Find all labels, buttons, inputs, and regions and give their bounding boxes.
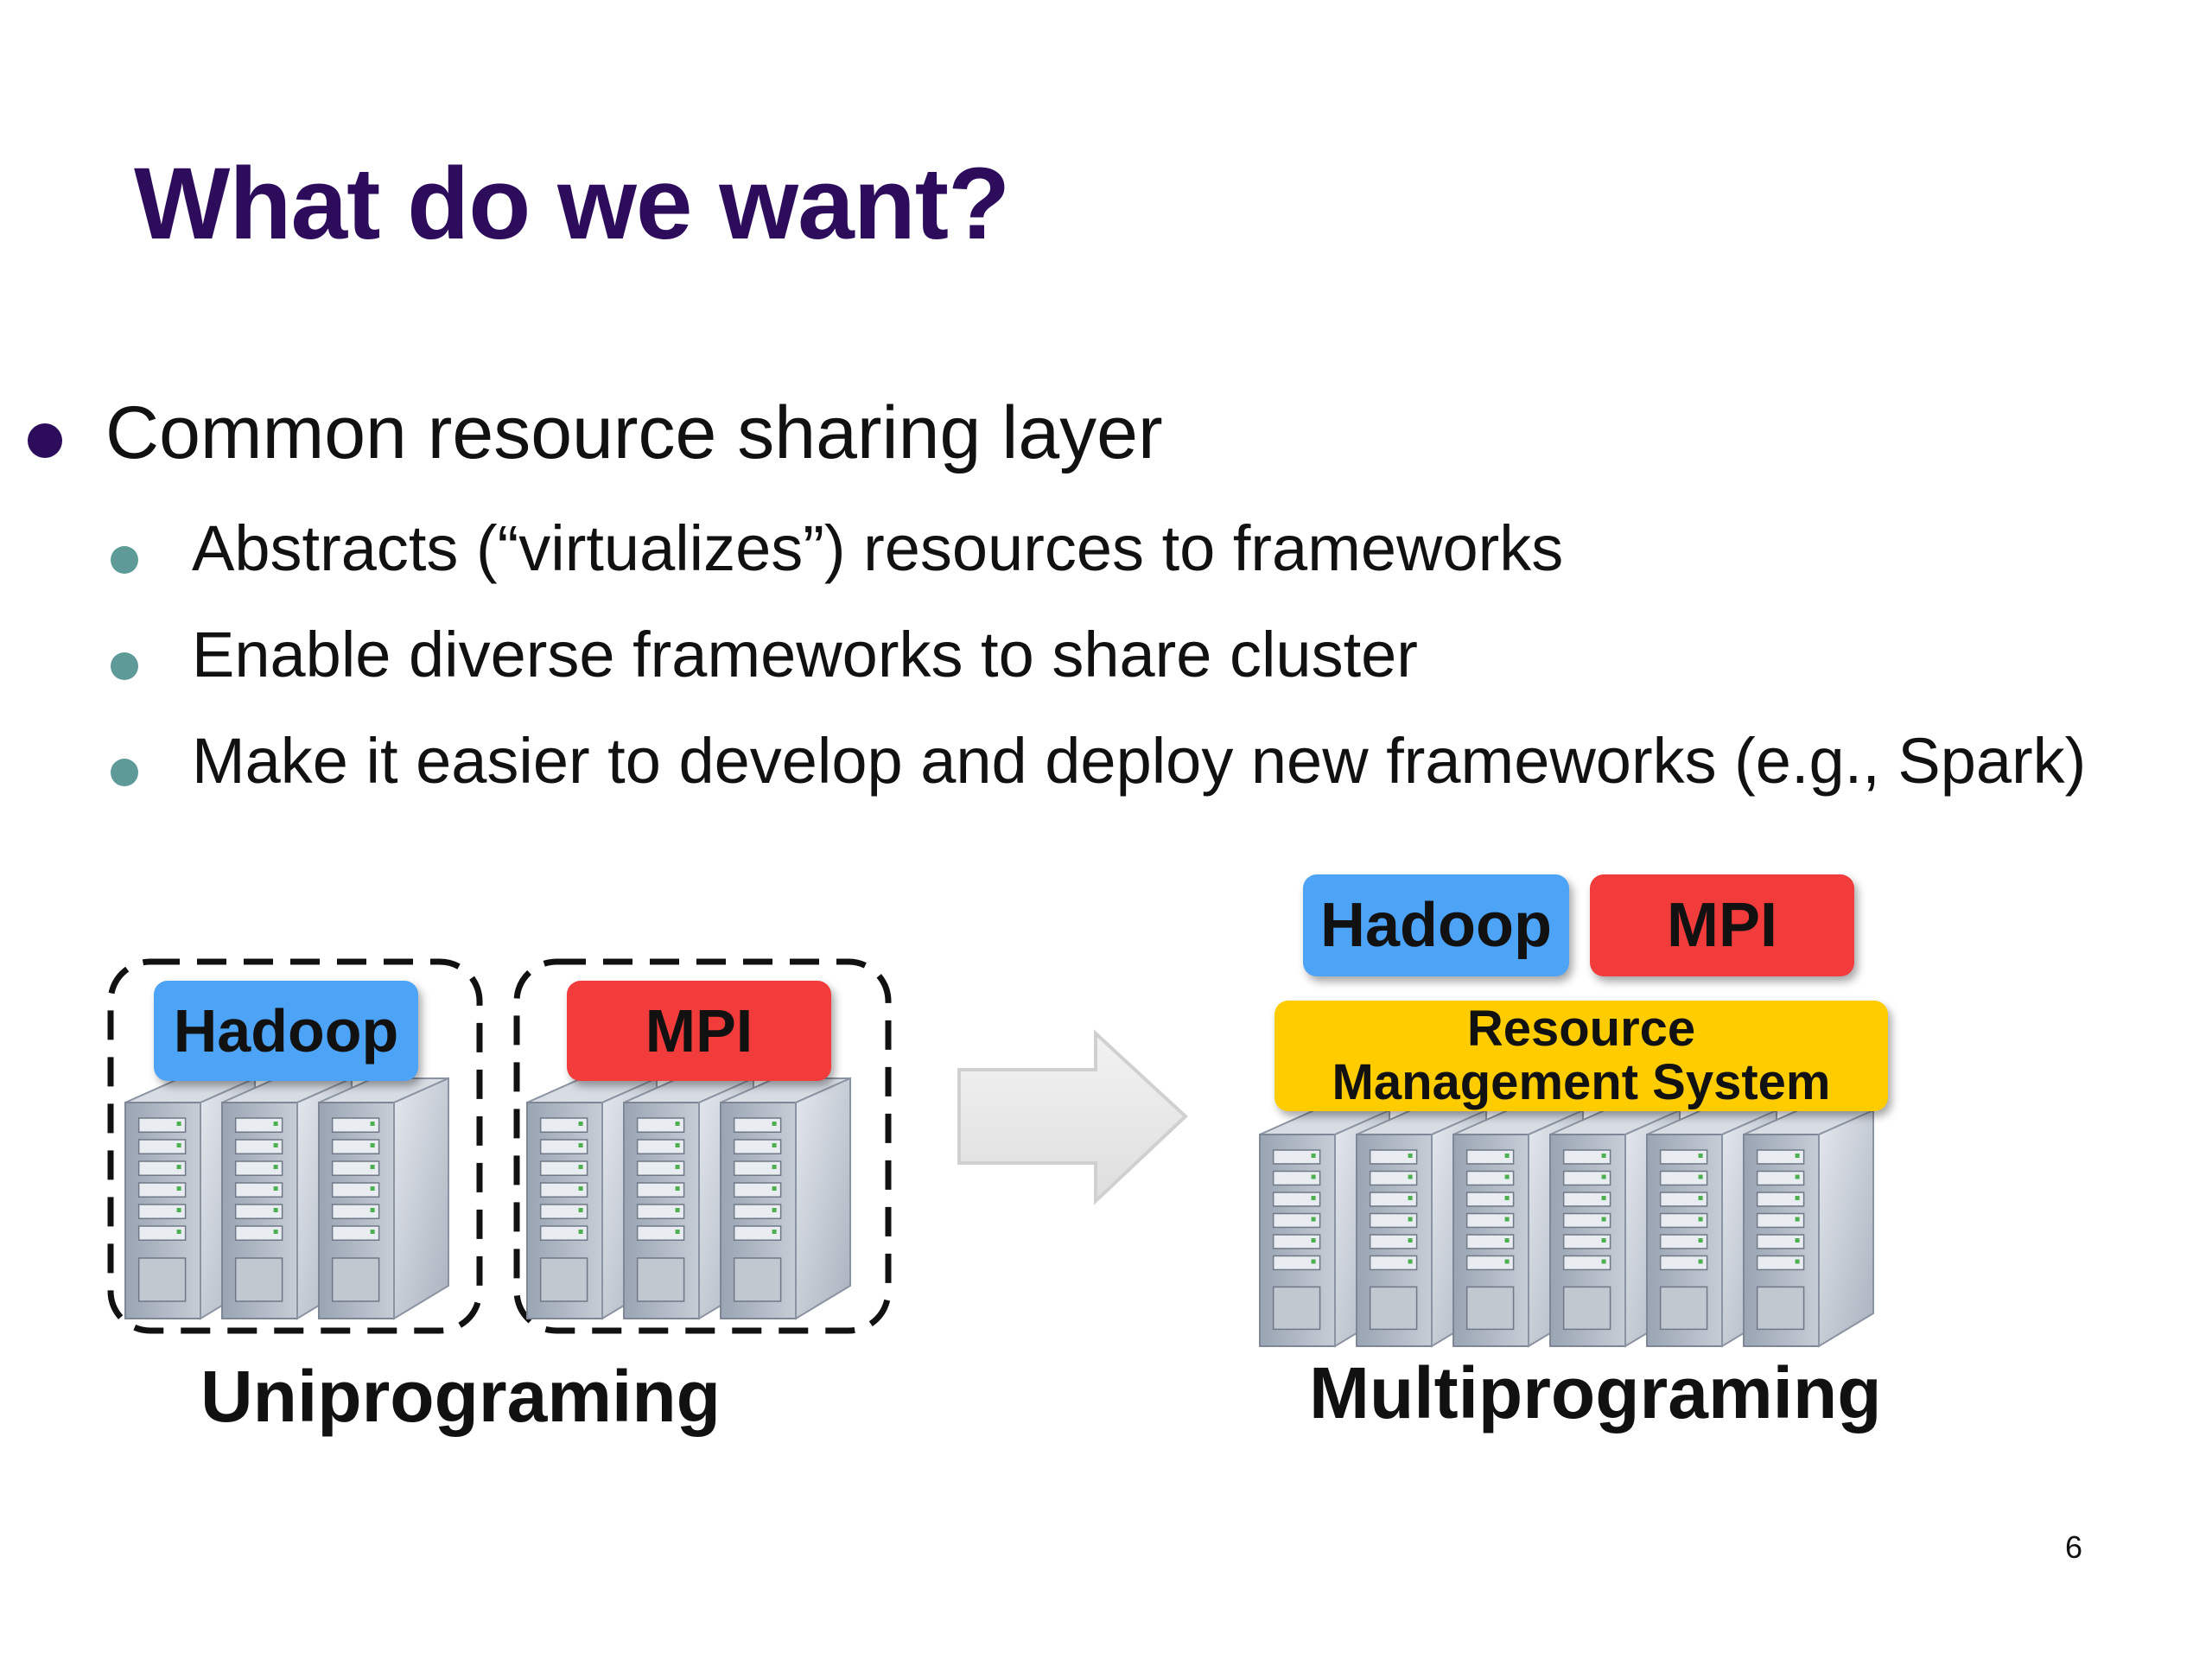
page-number: 6 — [2065, 1529, 2083, 1565]
server-tower-icon — [1452, 1109, 1584, 1348]
bullet-level2: Make it easier to develop and deploy new… — [111, 724, 2202, 810]
hadoop-label: Hadoop — [1303, 874, 1569, 976]
layer-line2: Management System — [1332, 1054, 1831, 1110]
bullet-text: Make it easier to develop and deploy new… — [192, 725, 2087, 797]
server-tower-icon — [318, 1077, 449, 1320]
bullet-dot — [111, 759, 138, 786]
bullet-level1: Common resource sharing layer — [28, 391, 1237, 486]
bullet-level2: Enable diverse frameworks to share clust… — [111, 618, 2098, 704]
server-tower-icon — [720, 1077, 851, 1320]
layer-line1: Resource — [1466, 1001, 1696, 1057]
bullet-dot — [111, 652, 138, 680]
hadoop-label: Hadoop — [154, 981, 418, 1081]
bullet-dot — [111, 546, 138, 574]
uniprogramming-caption: Uniprograming — [200, 1356, 721, 1437]
multiprogramming-caption: Multiprograming — [1309, 1352, 1882, 1433]
bullet-level2: Abstracts (“virtualizes”) resources to f… — [111, 512, 2098, 598]
resource-management-layer: Resource Management System — [1274, 1001, 1888, 1111]
mpi-label: MPI — [567, 981, 831, 1081]
bullet-text: Enable diverse frameworks to share clust… — [192, 619, 1418, 690]
slide-title: What do we want? — [134, 147, 1010, 261]
bullet-text: Abstracts (“virtualizes”) resources to f… — [192, 512, 1564, 584]
bullet-dot — [28, 423, 62, 458]
server-tower-icon — [1743, 1109, 1874, 1348]
mpi-label: MPI — [1590, 874, 1854, 976]
bullet-text: Common resource sharing layer — [105, 391, 1163, 474]
